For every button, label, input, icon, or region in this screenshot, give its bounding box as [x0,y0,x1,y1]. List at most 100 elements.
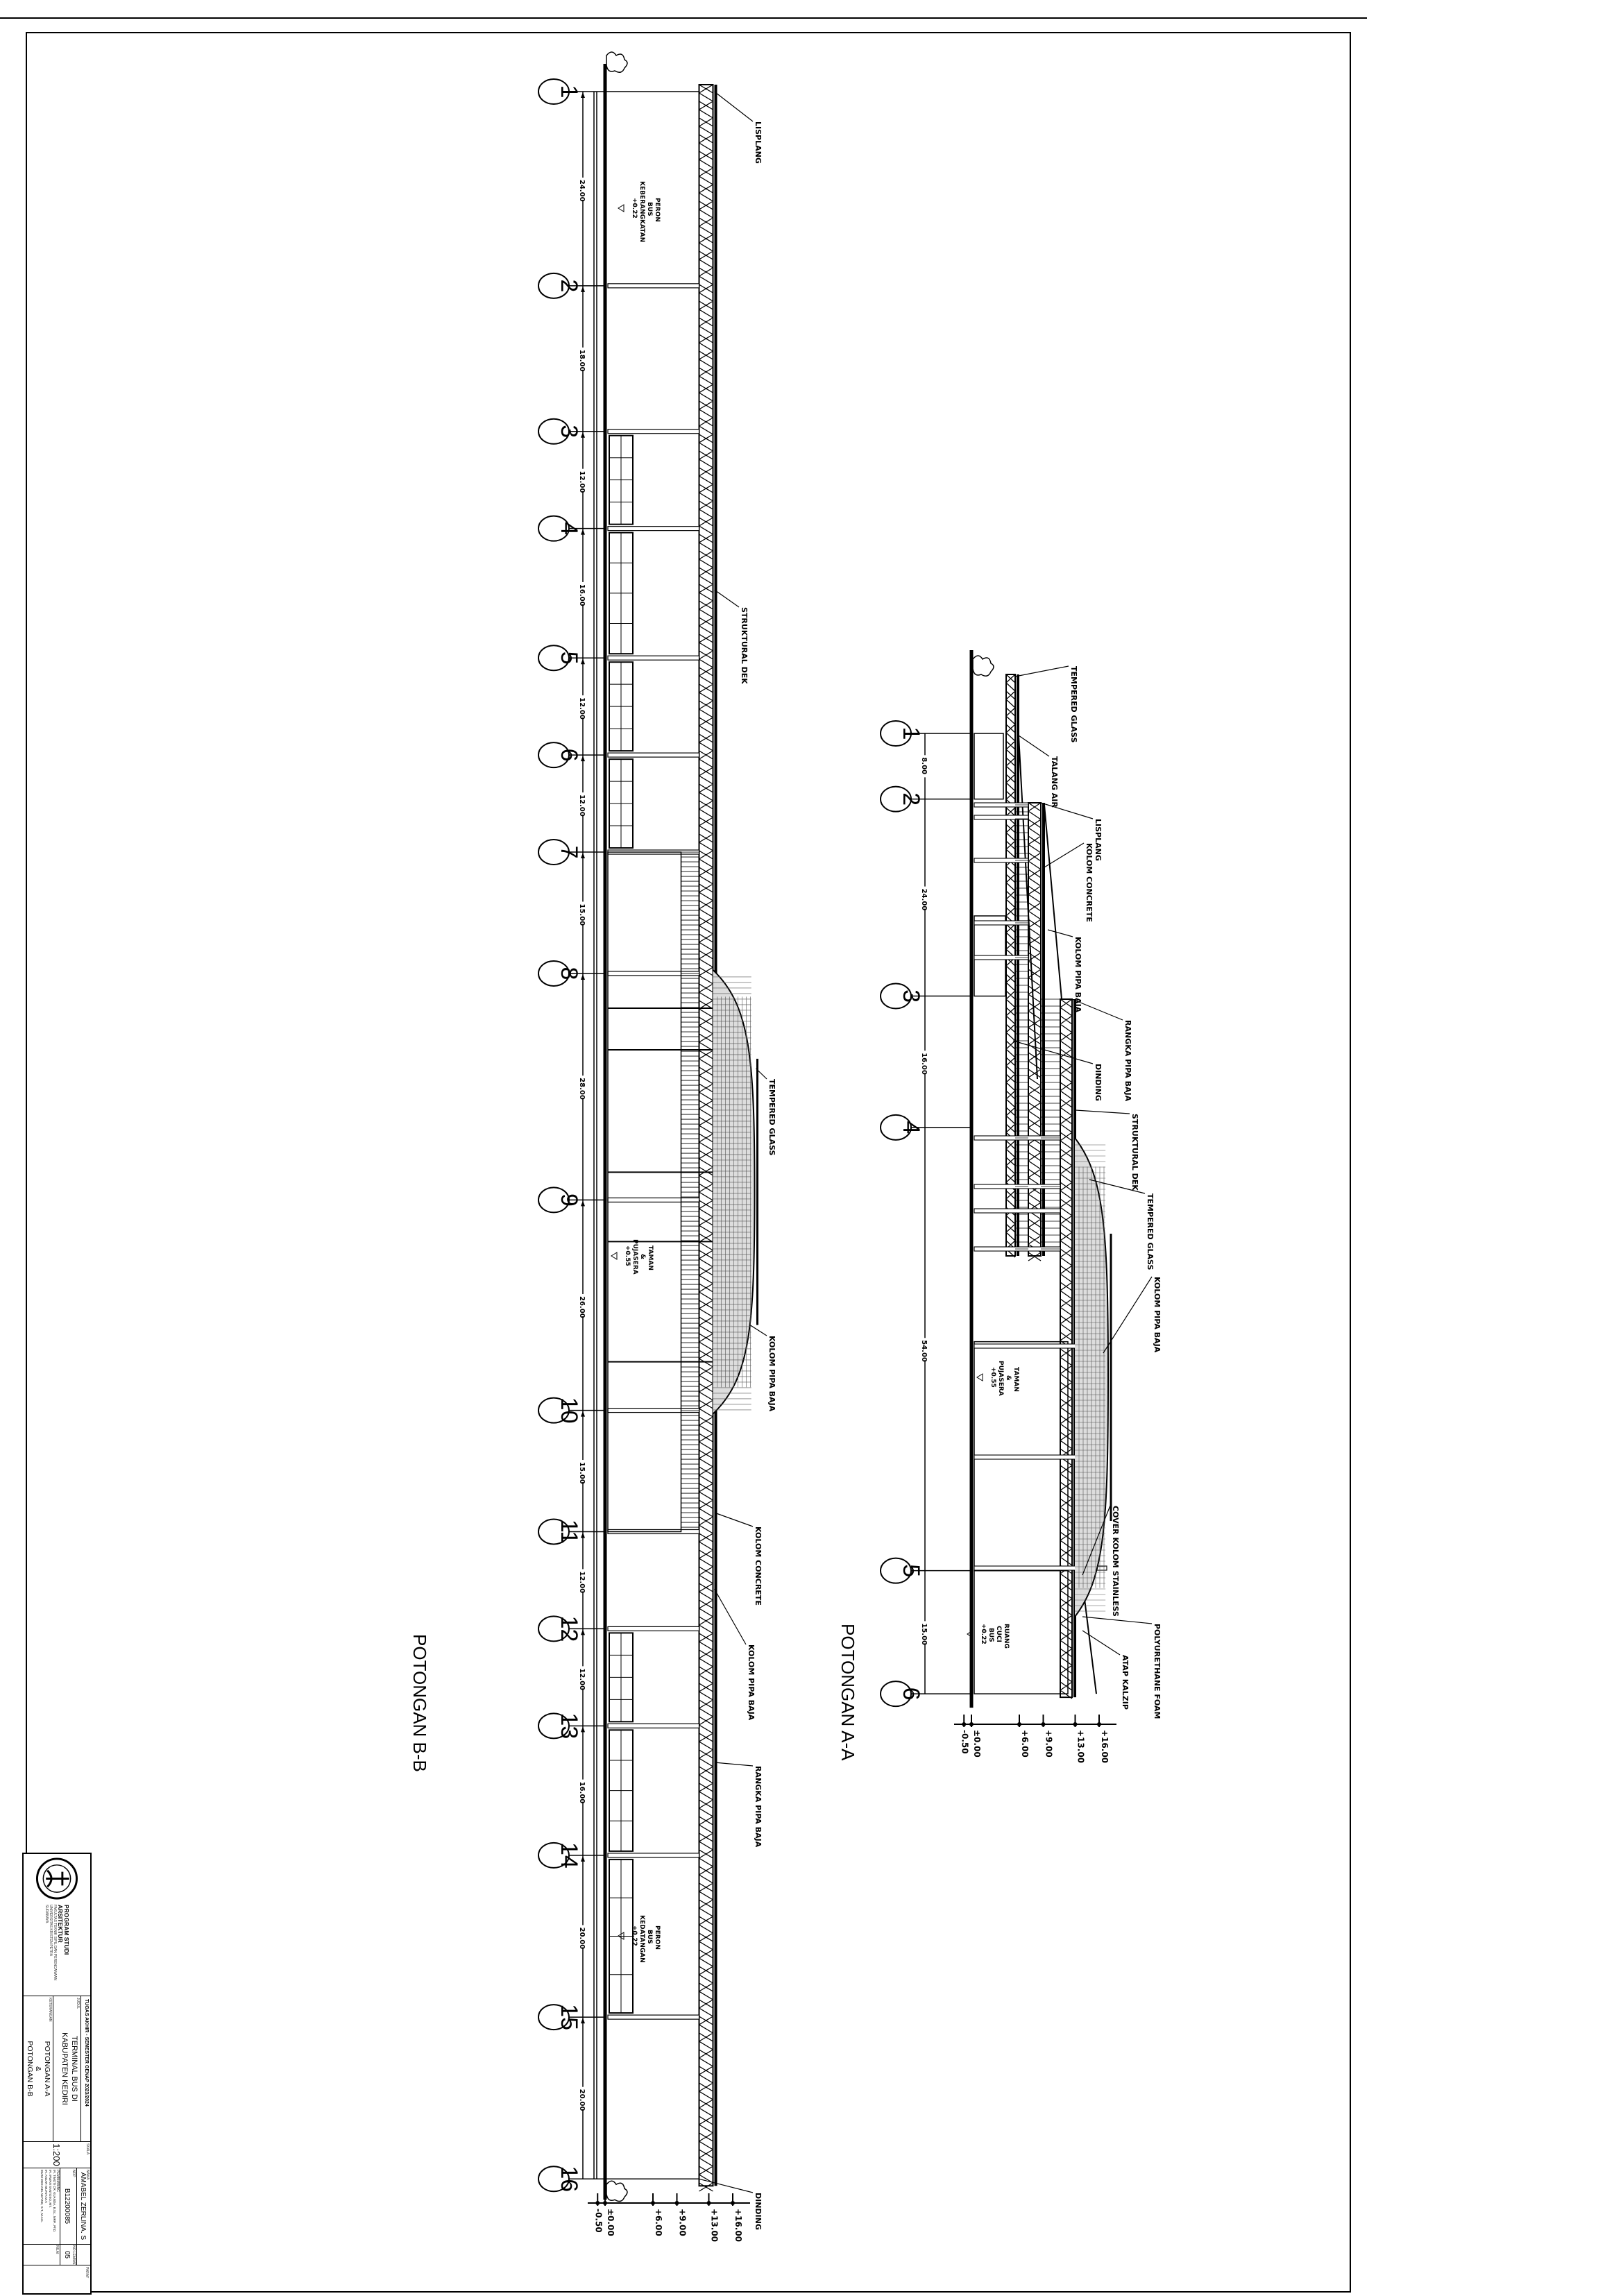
room-label-line: KEBERANGKATAN [638,181,645,242]
dimension-label: 16.00 [920,1053,928,1075]
dimension-arrow [581,973,585,980]
dimension-label: 15.00 [920,1623,928,1645]
callout-label: STRUKTURAL DEK [740,607,749,684]
steel-pipe-column [607,655,700,661]
steel-pipe-column [607,429,700,434]
level-dot [706,2201,711,2205]
level-marker-icon [618,204,624,212]
dimension-label: 26.00 [578,1296,586,1318]
scale-section: SKALA 1:200 [24,2142,90,2168]
project-section: TUGAS AKHIR - SEMESTER GENAP 2023/2024 J… [24,1996,90,2142]
grid-axis: 11 [538,1518,605,1545]
room-label-line: KEDATANGAN [638,1915,645,1963]
truss-web [699,84,713,2192]
grid-axis: 2 [880,785,971,813]
room-label-line: PERON [654,198,661,222]
kiosk-window [609,661,634,752]
grid-axis: 6 [880,1681,971,1708]
dimension-label: 20.00 [578,2089,586,2111]
sheet-title: & [34,2066,43,2071]
tempered-glass-dome [712,969,758,1415]
room-label: TAMAN&PUJASERA+0.55 [611,1239,654,1275]
tree-icon [972,655,994,677]
level-label: +13.00 [1076,1730,1086,1763]
section-aa-title: POTONGAN A-A [838,1624,858,1761]
level-label: ±0.00 [972,1730,982,1758]
callout-label: LISPLANG [754,121,763,164]
dimension-arrow [581,92,585,98]
dimension-label: 24.00 [578,180,586,202]
roof-edge [1018,735,1038,1080]
callout-label: KOLOM CONCRETE [754,1527,763,1606]
dimension-arrow [581,1855,585,1862]
level-dot [1041,1722,1046,1726]
level-label: +9.00 [1044,1730,1054,1758]
roof-truss-mid [1028,802,1045,1261]
grid-axis: 12 [538,1615,605,1642]
section-bb: 1234567891011121314151624.0018.0012.0016… [538,51,776,2242]
steel-pipe-column [974,1208,1061,1214]
truss-web [1060,998,1073,1699]
level-label: +6.00 [1020,1730,1030,1758]
level-marker-icon [618,1932,624,1940]
scale-label: SKALA [85,2143,90,2155]
level-label: -0.50 [960,1730,969,1754]
callout-leader [714,1512,754,1527]
callout-leader [1082,1616,1153,1624]
grid-axis: 3 [538,418,605,445]
level-label: +13.00 [710,2209,720,2242]
steel-pipe-column [607,1723,700,1728]
room-label-line: PERON [654,1925,661,1950]
grid-axis: 2 [538,272,605,299]
callout-label: TALANG AIR [1050,756,1059,808]
callout-label: LISPLANG [1094,819,1103,861]
tree-icon [606,51,628,73]
scale-value: 1:200 [51,2143,62,2166]
level-label: ±0.00 [606,2209,615,2236]
dimension-label: 15.00 [578,1462,586,1484]
grid-axis: 1 [880,720,971,747]
room-label-line: & [1005,1375,1012,1381]
steel-pipe-column [607,1197,700,1203]
sheet-label: KETERANGAN [48,1998,52,2022]
level-dot [962,1722,967,1726]
callout-label: TEMPERED GLASS [767,1079,776,1155]
dimension-gap [579,1075,588,1098]
project-label: JUDUL [76,1998,80,2009]
grid-axis: 4 [538,515,605,542]
tree-icon [606,2180,628,2202]
grid-axis: 1 [538,78,605,105]
callout-leader [1082,1505,1111,1576]
callout-leader [1044,842,1085,868]
level-marker-icon [967,1630,974,1638]
callout-leader [1082,1630,1121,1656]
grid-axis: 10 [538,1397,605,1424]
kiosk-window [609,758,634,849]
dimension-label: 12.00 [578,794,586,817]
callout-label: KOLOM CONCRETE [1085,843,1094,922]
dimension-arrow [581,286,585,292]
dimension-label: 20.00 [578,1927,586,1949]
dimension-label: 28.00 [578,1078,586,1100]
room-label-line: +0.55 [624,1245,631,1266]
project-title: KABUPATEN KEDIRI [60,2032,69,2105]
room-box [974,1570,1069,1694]
room-label-line: TAMAN [1012,1367,1019,1392]
advisors-label: PEMBIMBING [56,2170,60,2192]
callout-leader [1040,802,1094,819]
level-scale: -0.50±0.00+6.00+9.00+13.00+16.00 [954,1715,1116,1763]
grid-axis: 4 [880,1114,971,1141]
steel-pipe-column [974,1565,1107,1571]
level-dot [969,1722,974,1726]
dimension-gap [579,792,588,815]
dome-mullions [713,976,751,1411]
callout-leader [1075,1109,1130,1114]
room-label-line: TAMAN [647,1245,654,1270]
dimension-gap [579,695,588,718]
dimension-gap [579,581,588,604]
room-label-line: +0.22 [980,1624,987,1644]
callout-leader [1089,1179,1146,1194]
grid-axis: 9 [538,1187,605,1214]
